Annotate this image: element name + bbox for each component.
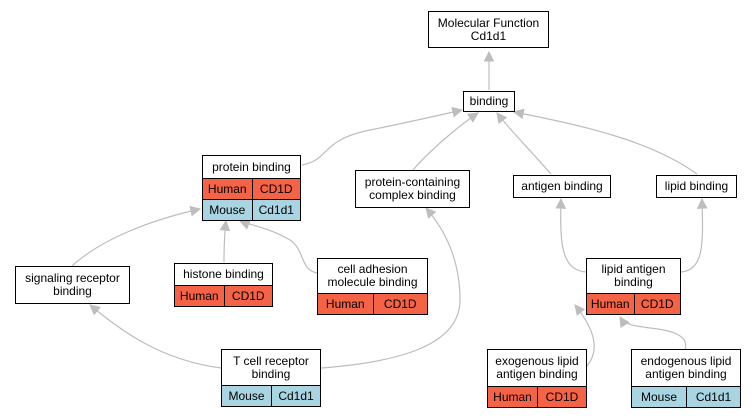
edge-complex-binding-to-binding	[412, 112, 479, 171]
gene-label: CD1D	[251, 179, 300, 199]
gene-label: Cd1d1	[686, 387, 740, 407]
species-row-human: Human CD1D	[203, 178, 300, 199]
node-histone-binding[interactable]: histone binding Human CD1D	[174, 263, 273, 307]
node-title: cell adhesion molecule binding	[318, 259, 427, 293]
species-label: Human	[175, 286, 224, 306]
node-title: lipid binding	[657, 176, 736, 197]
edge-tcr-to-complex-binding	[320, 207, 461, 369]
edge-lipid-antigen-to-antigen-binding	[555, 197, 587, 273]
gene-label: Cd1d1	[271, 386, 320, 406]
node-title: binding	[464, 92, 514, 111]
species-label: Human	[587, 294, 634, 314]
species-label: Mouse	[203, 200, 252, 220]
species-row-human: Human CD1D	[318, 293, 427, 314]
node-tcr-binding[interactable]: T cell receptor binding Mouse Cd1d1	[221, 349, 321, 407]
species-label: Mouse	[222, 386, 271, 406]
edge-antigen-binding-to-binding	[496, 112, 552, 175]
node-title: signaling receptor binding	[16, 267, 129, 303]
species-label: Human	[203, 179, 252, 199]
edge-exogenous-to-lipid-antigen	[574, 304, 595, 367]
edge-lipid-binding-to-binding	[512, 108, 698, 175]
node-cell-adhesion-binding[interactable]: cell adhesion molecule binding Human CD1…	[317, 258, 428, 315]
species-label: Mouse	[632, 387, 686, 407]
node-title: endogenous lipid antigen binding	[632, 350, 740, 386]
node-title: antigen binding	[514, 176, 610, 197]
node-title: protein-containing complex binding	[356, 171, 469, 207]
gene-label: CD1D	[372, 294, 427, 314]
species-label: Human	[488, 387, 537, 407]
edge-protein-binding-to-binding	[301, 106, 464, 166]
species-row-mouse: Mouse Cd1d1	[222, 385, 320, 406]
edge-tcr-to-signaling	[89, 304, 222, 369]
node-title: Molecular Function Cd1d1	[429, 12, 548, 47]
gene-label: CD1D	[633, 294, 680, 314]
edge-signaling-to-protein-binding	[71, 205, 202, 267]
node-antigen-binding[interactable]: antigen binding	[513, 175, 611, 198]
edge-histone-to-protein-binding	[219, 219, 231, 263]
species-row-mouse: Mouse Cd1d1	[203, 199, 300, 220]
node-exogenous-lipid-antigen-binding[interactable]: exogenous lipid antigen binding Human CD…	[487, 349, 587, 408]
node-binding[interactable]: binding	[463, 91, 515, 112]
gene-label: CD1D	[223, 286, 272, 306]
species-label: Human	[318, 294, 373, 314]
node-molecular-function[interactable]: Molecular Function Cd1d1	[428, 11, 549, 48]
node-title: T cell receptor binding	[222, 350, 320, 385]
edge-lipid-antigen-to-lipid-binding	[680, 197, 708, 273]
edge-endogenous-to-lipid-antigen	[619, 316, 687, 351]
species-row-mouse: Mouse Cd1d1	[632, 386, 740, 407]
species-row-human: Human CD1D	[587, 293, 680, 314]
species-row-human: Human CD1D	[175, 285, 272, 306]
node-title: protein binding	[203, 156, 300, 178]
gene-label: Cd1d1	[251, 200, 300, 220]
node-protein-binding[interactable]: protein binding Human CD1D Mouse Cd1d1	[202, 155, 301, 221]
edge-cell-adhesion-to-protein-binding	[238, 219, 318, 274]
node-title: lipid antigen binding	[587, 259, 680, 293]
node-title: histone binding	[175, 264, 272, 285]
node-signaling-receptor-binding[interactable]: signaling receptor binding	[15, 266, 130, 304]
node-endogenous-lipid-antigen-binding[interactable]: endogenous lipid antigen binding Mouse C…	[631, 349, 741, 408]
node-title: exogenous lipid antigen binding	[488, 350, 586, 386]
node-lipid-binding[interactable]: lipid binding	[656, 175, 737, 198]
node-protein-complex-binding[interactable]: protein-containing complex binding	[355, 170, 470, 208]
gene-label: CD1D	[537, 387, 586, 407]
node-lipid-antigen-binding[interactable]: lipid antigen binding Human CD1D	[586, 258, 681, 315]
species-row-human: Human CD1D	[488, 386, 586, 407]
